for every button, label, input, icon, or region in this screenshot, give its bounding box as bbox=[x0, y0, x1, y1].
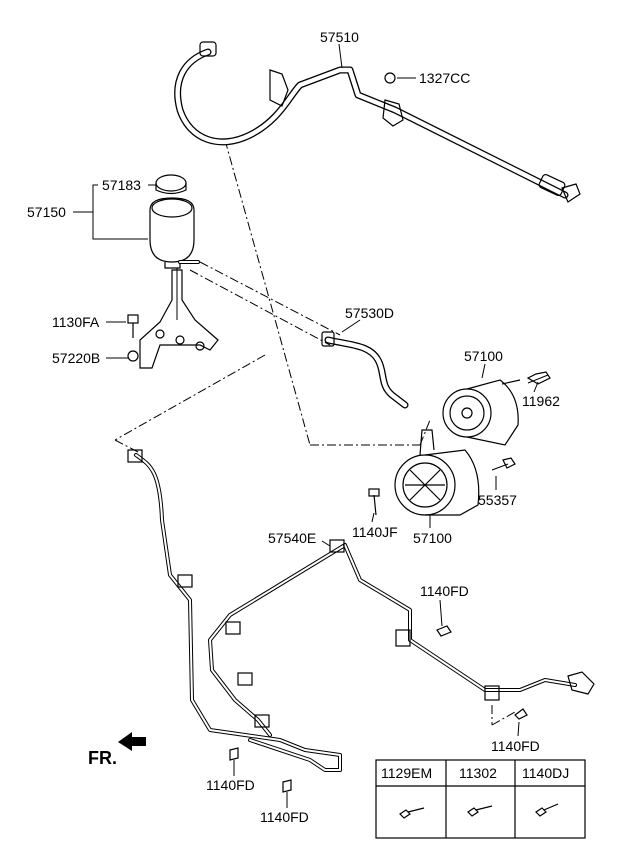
pump-57100-assembled bbox=[368, 429, 516, 516]
table-header-1129EM: 1129EM bbox=[381, 765, 432, 781]
callout-1140FD-right: 1140FD bbox=[420, 583, 469, 599]
callout-57540E: 57540E bbox=[268, 530, 316, 546]
callout-55357: 55357 bbox=[478, 492, 517, 508]
bolt-icon-1129EM bbox=[399, 807, 425, 819]
bracket-57220B bbox=[127, 268, 219, 369]
callout-57183: 57183 bbox=[102, 177, 141, 193]
pressure-hose-57510 bbox=[174, 41, 581, 203]
fastener-table: 1129EM 11302 1140DJ bbox=[375, 759, 586, 839]
table-header-1140DJ: 1140DJ bbox=[522, 765, 569, 781]
callout-57530D: 57530D bbox=[345, 305, 394, 321]
callout-1140FD-lowright: 1140FD bbox=[491, 738, 540, 754]
return-hose-57530D bbox=[321, 331, 409, 409]
bolt-icon-11302 bbox=[467, 805, 493, 817]
callout-1140JF: 1140JF bbox=[352, 524, 398, 540]
callout-1140FD-bottom2: 1140FD bbox=[260, 809, 309, 825]
pump-57100-exploded bbox=[442, 371, 551, 446]
front-arrow-icon bbox=[118, 732, 146, 751]
callout-1130FA: 1130FA bbox=[52, 314, 100, 330]
reference-lines bbox=[114, 139, 516, 726]
callout-57100-bottom: 57100 bbox=[413, 530, 452, 546]
callout-57150: 57150 bbox=[27, 204, 66, 220]
callout-labels: 57510 1327CC 57183 57150 1130FA 57220B 5… bbox=[27, 29, 560, 825]
callout-57510: 57510 bbox=[320, 29, 359, 45]
callout-1140FD-bottom1: 1140FD bbox=[206, 777, 255, 793]
callout-1327CC: 1327CC bbox=[419, 70, 470, 86]
front-label: FR. bbox=[88, 748, 117, 768]
callout-57100-top: 57100 bbox=[464, 348, 503, 364]
front-direction-indicator: FR. bbox=[88, 732, 146, 768]
reservoir-57150 bbox=[149, 174, 200, 269]
bolt-icon-1140DJ bbox=[535, 803, 559, 817]
callout-11962: 11962 bbox=[522, 393, 560, 409]
hose-57540E bbox=[127, 449, 595, 793]
leader-lines bbox=[73, 43, 539, 808]
table-header-11302: 11302 bbox=[459, 765, 497, 781]
callout-57220B: 57220B bbox=[52, 350, 100, 366]
